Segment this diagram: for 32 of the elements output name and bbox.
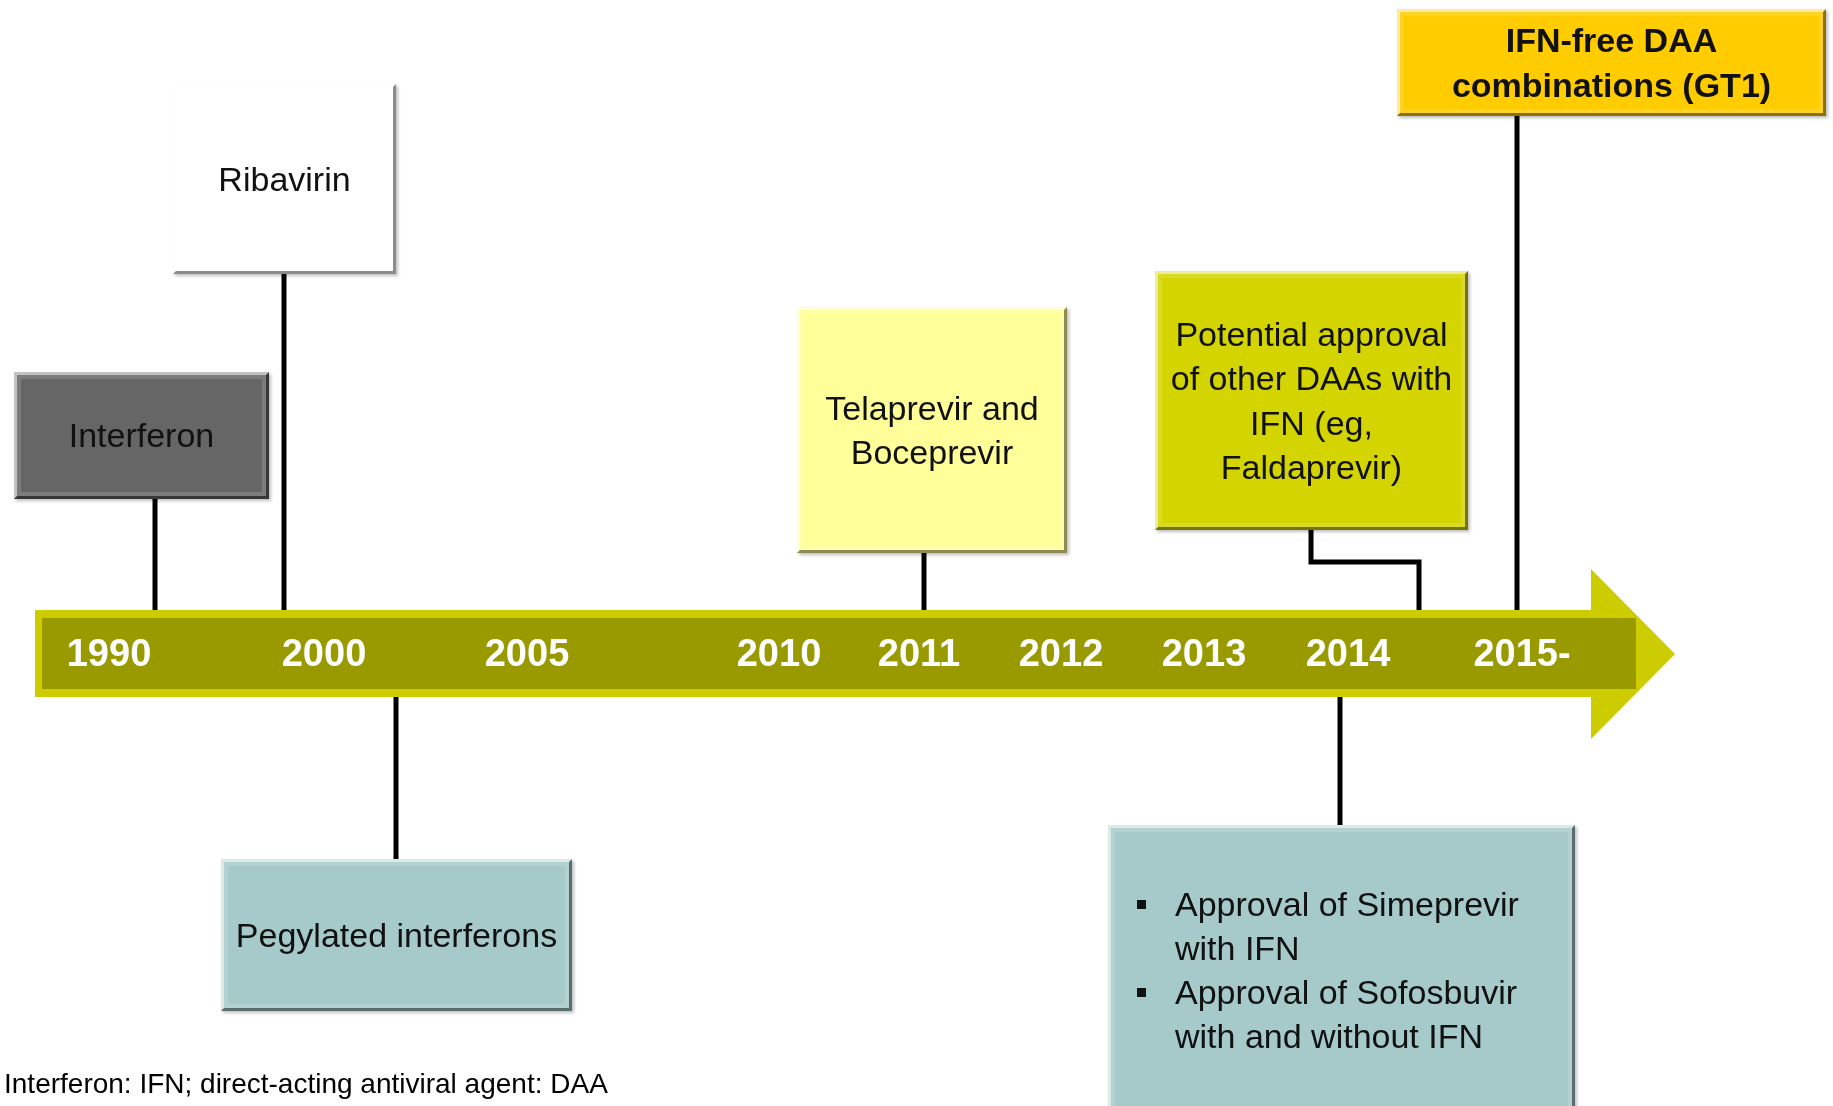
milestone-box <box>221 859 572 1011</box>
connector-line <box>393 697 399 859</box>
year-label: 2012 <box>1018 631 1104 675</box>
milestone-text: IFN-free DAA combinations (GT1) <box>1450 20 1773 106</box>
milestone-text: Ribavirin <box>217 158 352 200</box>
milestone-text: Interferon <box>67 415 216 457</box>
year-label: 2005 <box>484 631 570 675</box>
connector-line <box>281 274 287 610</box>
year-label: 2014 <box>1305 631 1391 675</box>
year-label: 2010 <box>736 631 822 675</box>
year-label: 2000 <box>281 631 367 675</box>
milestone-box <box>797 307 1067 553</box>
milestone-box <box>1108 825 1575 1106</box>
milestone-text: Telaprevir and Boceprevir <box>824 387 1040 473</box>
year-label: 1990 <box>66 631 152 675</box>
year-label: 2015- <box>1473 631 1571 675</box>
connector-line <box>1308 530 1422 610</box>
year-label: 2011 <box>877 631 961 675</box>
bullet-text: Approval of Simeprevir with IFN <box>1131 881 1562 970</box>
footnote: Interferon: IFN; direct-acting antiviral agent: DAA <box>4 1068 608 1100</box>
year-label: 2013 <box>1161 631 1247 675</box>
milestone-text: Potential approval of other DAAs with IFN (eg, Faldaprevir) <box>1169 314 1454 488</box>
connector-line <box>1514 116 1520 610</box>
bullet-text: Approval of Sofosbuvir with and without IFN <box>1131 970 1562 1059</box>
milestone-text: Pegylated interferons <box>234 914 559 956</box>
connector-line <box>152 499 158 610</box>
milestone-box <box>1397 9 1826 116</box>
milestone-box <box>1155 271 1468 530</box>
connector-line <box>1337 697 1343 825</box>
timeline-arrow <box>35 569 1675 739</box>
connector-line <box>921 553 927 610</box>
milestone-box <box>14 372 269 499</box>
